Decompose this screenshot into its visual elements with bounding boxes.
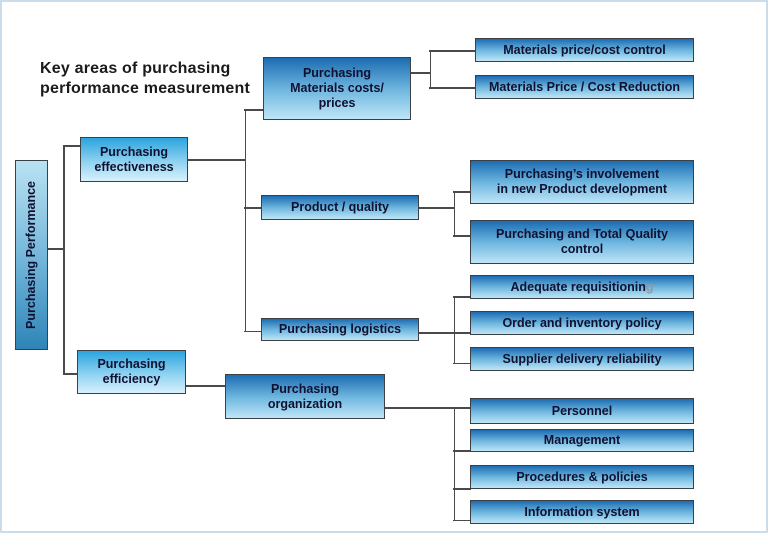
connector-line: [410, 72, 431, 74]
connector-line: [418, 207, 455, 209]
leaf-purchasing-involvement-new-product-development: Purchasing’s involvement in new Product …: [470, 160, 694, 204]
node-purchasing-effectiveness: Purchasing effectiveness: [80, 137, 188, 182]
connector-line: [429, 50, 431, 88]
leaf-order-and-inventory-policy: Order and inventory policy: [470, 311, 694, 335]
connector-line: [244, 109, 246, 332]
node-purchasing-materials-costs-prices: Purchasing Materials costs/ prices: [263, 57, 411, 120]
leaf-procedures-and-policies: Procedures & policies: [470, 465, 694, 489]
leaf-information-system: Information system: [470, 500, 694, 524]
leaf-supplier-delivery-reliability: Supplier delivery reliability: [470, 347, 694, 371]
connector-line: [48, 248, 65, 250]
connector-line: [418, 332, 471, 334]
node-purchasing-organization: Purchasing organization: [225, 374, 385, 419]
node-purchasing-efficiency: Purchasing efficiency: [77, 350, 186, 394]
connector-line: [244, 109, 264, 111]
leaf-materials-price-cost-reduction: Materials Price / Cost Reduction: [475, 75, 694, 99]
connector-line: [453, 191, 455, 236]
diagram-title: Key areas of purchasing performance meas…: [40, 60, 251, 97]
connector-line: [453, 519, 471, 521]
connector-line: [453, 296, 455, 364]
connector-line: [453, 362, 471, 364]
connector-line: [453, 235, 471, 237]
leaf-label: Adequate requisitionin: [510, 279, 646, 294]
leaf-materials-price-cost-control: Materials price/cost control: [475, 38, 694, 62]
leaf-management: Management: [470, 429, 694, 452]
root-node-purchasing-performance: Purchasing Performance: [15, 160, 48, 350]
connector-line: [63, 145, 81, 147]
connector-line: [453, 407, 455, 521]
leaf-personnel: Personnel: [470, 398, 694, 424]
connector-line: [244, 330, 262, 332]
connector-line: [188, 159, 246, 161]
connector-line: [185, 385, 226, 387]
connector-line: [429, 87, 476, 89]
connector-line: [453, 450, 471, 452]
connector-line: [453, 488, 471, 490]
connector-line: [453, 296, 471, 298]
connector-line: [244, 207, 262, 209]
node-product-quality: Product / quality: [261, 195, 419, 220]
node-purchasing-logistics: Purchasing logistics: [261, 318, 419, 341]
connector-line: [429, 50, 476, 52]
connector-line: [453, 191, 471, 193]
connector-line: [63, 145, 65, 375]
connector-line: [384, 407, 471, 409]
connector-line: [63, 373, 78, 375]
leaf-purchasing-and-total-quality-control: Purchasing and Total Quality control: [470, 220, 694, 264]
root-node-label: Purchasing Performance: [24, 181, 38, 329]
leaf-label-suffix: g: [645, 279, 654, 294]
